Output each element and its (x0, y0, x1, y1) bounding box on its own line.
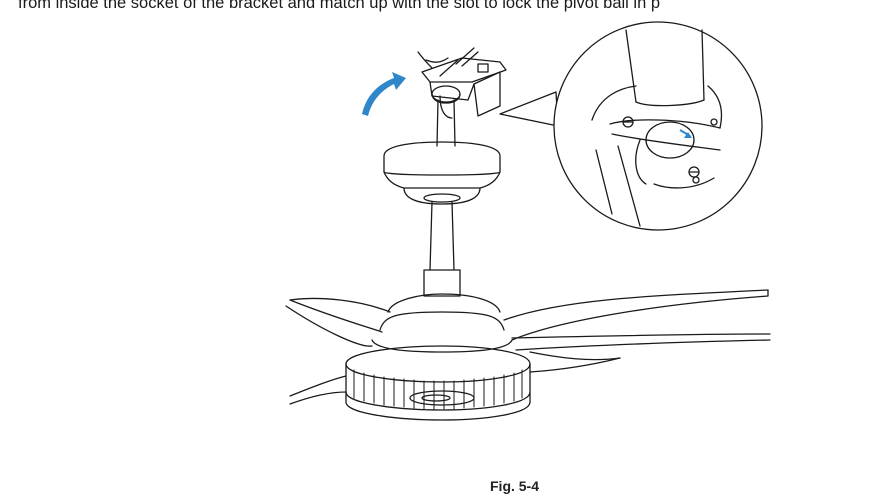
detail-magnifier (553, 21, 763, 231)
instruction-text: from inside the socket of the bracket an… (18, 0, 661, 12)
callout-pointer (499, 91, 559, 127)
rotate-arrow-icon (362, 72, 406, 116)
light-kit (345, 345, 531, 421)
insert-arrow-icon (679, 129, 692, 138)
figure-caption: Fig. 5-4 (490, 478, 540, 494)
downrod-upper (436, 99, 456, 147)
canopy (383, 141, 501, 205)
mounting-bracket (417, 47, 507, 119)
motor-housing (371, 293, 513, 353)
pivot-ball (431, 85, 461, 104)
fan-blades (285, 289, 771, 405)
downrod-lower (423, 201, 461, 297)
